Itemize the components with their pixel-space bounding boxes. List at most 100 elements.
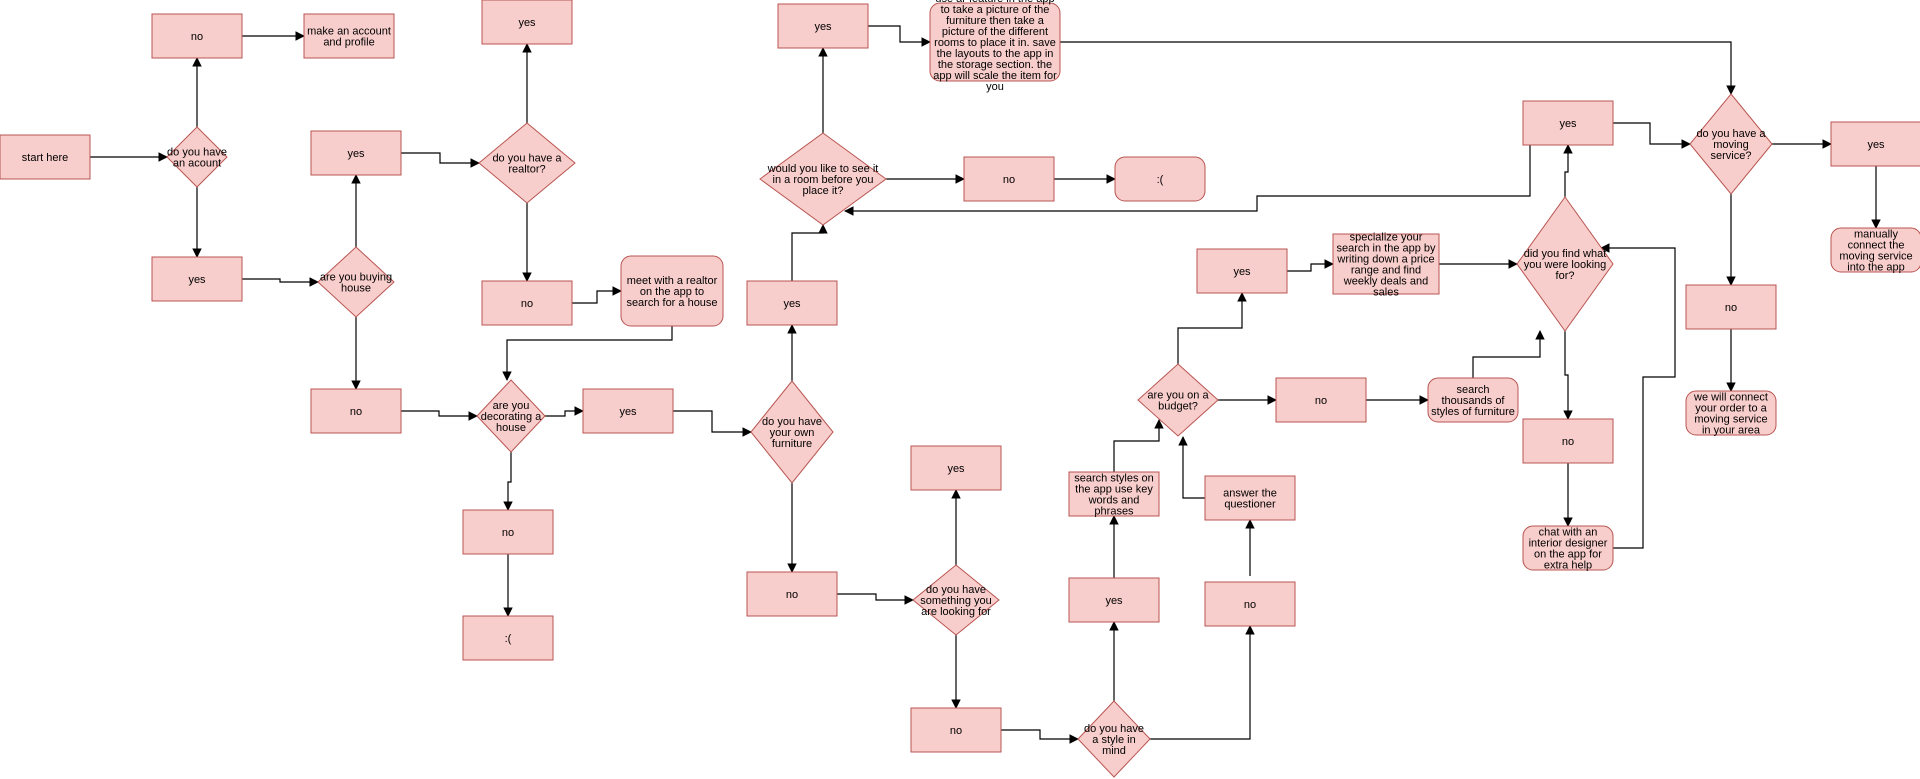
node-label: :(	[1157, 174, 1164, 186]
node-budget-yes: yes	[1196, 248, 1288, 294]
node-label: yes	[783, 298, 801, 310]
connector-arrow	[868, 25, 931, 47]
step-shape	[462, 509, 554, 555]
connector-arrow	[1563, 331, 1573, 420]
node-label: no	[1725, 302, 1737, 314]
decision-shape	[317, 246, 395, 318]
node-realtor-no: no	[481, 280, 573, 326]
node-budget-no: no	[1275, 377, 1367, 423]
connector-arrow	[1472, 330, 1545, 378]
node-label: no	[1562, 436, 1574, 448]
node-label: no	[950, 725, 962, 737]
step-shape	[1204, 475, 1296, 521]
node-label: yes	[1559, 118, 1577, 130]
connector-arrow	[401, 410, 478, 421]
node-see-yes: yes	[777, 3, 869, 49]
node-label: no	[1244, 599, 1256, 611]
connector-arrow	[844, 123, 1531, 216]
step-shape	[1068, 471, 1160, 517]
step-shape	[910, 445, 1002, 491]
step-shape	[151, 13, 243, 59]
node-moving-yes: yes	[1830, 121, 1920, 167]
decision-shape	[1516, 196, 1614, 332]
connector-arrow	[1113, 419, 1164, 472]
step-shape	[1196, 248, 1288, 294]
step-shape	[1275, 377, 1367, 423]
node-find-no: no	[1522, 418, 1614, 464]
connector-arrow	[673, 410, 752, 437]
step-shape	[0, 134, 91, 180]
decision-shape	[1137, 363, 1219, 437]
rounded-step-shape	[1427, 377, 1519, 423]
step-shape	[746, 571, 838, 617]
node-dec-sad: :(	[462, 615, 554, 661]
node-furn-no: no	[746, 571, 838, 617]
step-shape	[310, 388, 402, 434]
decision-shape	[1077, 700, 1151, 778]
node-label: yes	[619, 406, 637, 418]
connector-arrow	[1060, 41, 1736, 95]
node-realtor-yes: yes	[481, 0, 573, 45]
decision-shape	[476, 379, 546, 453]
node-style-no: no	[1204, 581, 1296, 627]
step-shape	[1332, 233, 1440, 295]
rounded-step-shape	[1830, 227, 1920, 273]
step-shape	[777, 3, 869, 49]
connector-arrow	[572, 286, 622, 304]
node-acc-no: no	[151, 13, 243, 59]
node-dec-yes: yes	[582, 388, 674, 434]
rounded-step-shape	[1685, 390, 1777, 436]
node-furn-yes: yes	[746, 280, 838, 326]
step-shape	[481, 0, 573, 45]
connector-arrow	[242, 277, 319, 287]
node-see-no: no	[963, 156, 1055, 202]
connector-arrow	[503, 452, 513, 511]
node-look-no: no	[910, 707, 1002, 753]
step-shape	[963, 156, 1055, 202]
node-label: no	[521, 298, 533, 310]
connector-arrow	[545, 406, 584, 417]
connector-arrow	[837, 593, 914, 605]
step-shape	[1068, 577, 1160, 623]
node-label: :(	[505, 633, 512, 645]
connector-arrow	[1287, 259, 1334, 272]
connector-arrow	[1613, 122, 1691, 149]
connector-arrow	[1563, 144, 1573, 197]
decision-shape	[478, 122, 576, 204]
node-label: yes	[347, 148, 365, 160]
node-label: no	[350, 406, 362, 418]
step-shape	[151, 256, 243, 302]
step-shape	[303, 13, 395, 59]
step-shape	[481, 280, 573, 326]
step-shape	[1522, 418, 1614, 464]
